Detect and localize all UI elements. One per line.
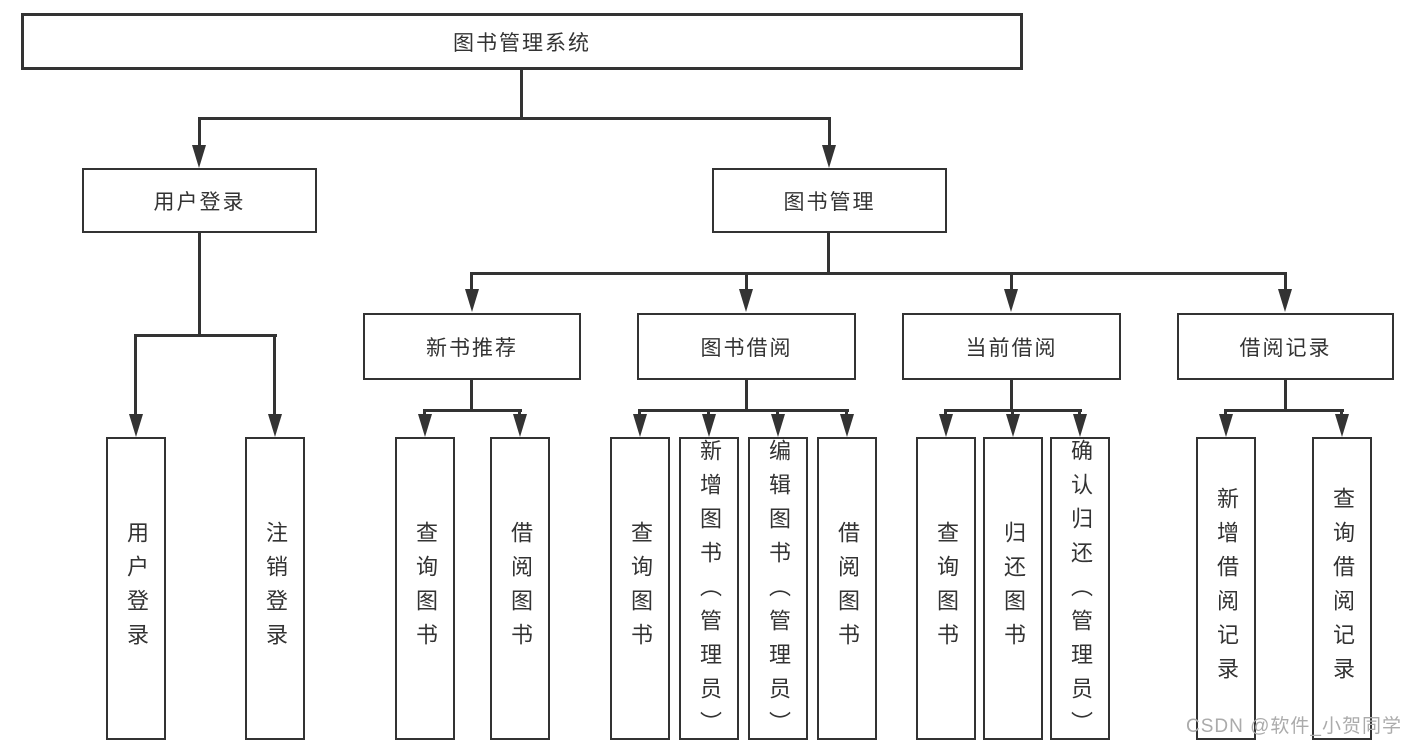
leaf-add-borrow-record: 新增借阅记录 [1196,437,1256,740]
leaf-borrow-books: 借阅图书 [817,437,877,740]
leaf-borrow-books-recommend: 借阅图书 [490,437,550,740]
arrow-down-icon [771,414,785,437]
node-label: 归还图书 [1001,520,1026,657]
connector-line [845,409,848,416]
leaf-user-login: 用户登录 [106,437,166,740]
connector-line [1010,272,1013,290]
leaf-query-books-recommend: 查询图书 [395,437,455,740]
arrow-down-icon [1004,289,1018,312]
connector-line [470,272,473,290]
arrow-down-icon [739,289,753,312]
connector-line [134,334,137,415]
node-label: 查询图书 [628,520,653,657]
node-label: 查询图书 [413,520,438,657]
node-current-borrowing: 当前借阅 [902,313,1121,380]
arrow-down-icon [633,414,647,437]
node-label: 新增图书（管理员） [697,439,722,745]
arrow-down-icon [1278,289,1292,312]
node-book-management: 图书管理 [712,168,947,233]
node-borrowing-records: 借阅记录 [1177,313,1394,380]
connector-line [745,380,748,412]
connector-line [827,233,830,275]
connector-line [745,272,748,290]
leaf-return-books: 归还图书 [983,437,1043,740]
arrow-down-icon [418,414,432,437]
connector-line [1224,409,1344,412]
csdn-watermark: CSDN @软件_小贺同学 [1186,716,1402,737]
node-library-management-system: 图书管理系统 [21,13,1023,70]
arrow-down-icon [1219,414,1233,437]
node-label: 图书管理系统 [453,31,591,55]
connector-line [707,409,710,416]
arrow-down-icon [822,145,836,168]
node-label: 注销登录 [263,520,288,657]
connector-line [1284,380,1287,412]
node-label: 用户登录 [153,190,246,214]
node-label: 图书借阅 [700,336,793,360]
connector-line [1284,272,1287,290]
arrow-down-icon [129,414,143,437]
node-label: 用户登录 [124,520,149,657]
node-label: 查询借阅记录 [1330,486,1355,691]
node-label: 借阅图书 [835,520,860,657]
node-label: 查询图书 [934,520,959,657]
node-label: 借阅图书 [508,520,533,657]
arrow-down-icon [1006,414,1020,437]
connector-line [198,233,201,337]
connector-line [1224,409,1227,416]
connector-line [520,70,523,118]
node-label: 当前借阅 [965,336,1058,360]
connector-line [134,334,277,337]
leaf-query-books-borrowing: 查询图书 [610,437,670,740]
node-user-login: 用户登录 [82,168,317,233]
arrow-down-icon [840,414,854,437]
node-label: 图书管理 [783,190,876,214]
connector-line [470,380,473,412]
arrow-down-icon [1335,414,1349,437]
connector-line [828,117,831,146]
connector-line [470,272,1287,275]
connector-line [1340,409,1343,416]
leaf-logout: 注销登录 [245,437,305,740]
leaf-confirm-return-admin: 确认归还（管理员） [1050,437,1110,745]
connector-line [944,409,947,416]
node-new-book-recommendation: 新书推荐 [363,313,581,380]
node-label: 编辑图书（管理员） [766,439,791,745]
connector-line [638,409,641,416]
node-label: 新书推荐 [426,336,518,360]
connector-line [638,409,849,412]
arrow-down-icon [465,289,479,312]
connector-line [423,409,522,412]
leaf-add-books-admin: 新增图书（管理员） [679,437,739,745]
arrow-down-icon [702,414,716,437]
connector-line [518,409,521,416]
arrow-down-icon [1073,414,1087,437]
node-book-borrowing: 图书借阅 [637,313,856,380]
connector-line [1011,409,1014,416]
connector-line [198,117,831,120]
leaf-query-books-current: 查询图书 [916,437,976,740]
node-label: 新增借阅记录 [1214,486,1239,691]
leaf-query-borrow-record: 查询借阅记录 [1312,437,1372,740]
connector-line [776,409,779,416]
node-label: 借阅记录 [1239,336,1332,360]
connector-line [198,117,201,146]
leaf-edit-books-admin: 编辑图书（管理员） [748,437,808,745]
connector-line [273,334,276,415]
arrow-down-icon [939,414,953,437]
connector-line [1010,380,1013,412]
node-label: 确认归还（管理员） [1068,439,1093,745]
connector-line [423,409,426,416]
connector-line [1078,409,1081,416]
arrow-down-icon [192,145,206,168]
arrow-down-icon [268,414,282,437]
arrow-down-icon [513,414,527,437]
